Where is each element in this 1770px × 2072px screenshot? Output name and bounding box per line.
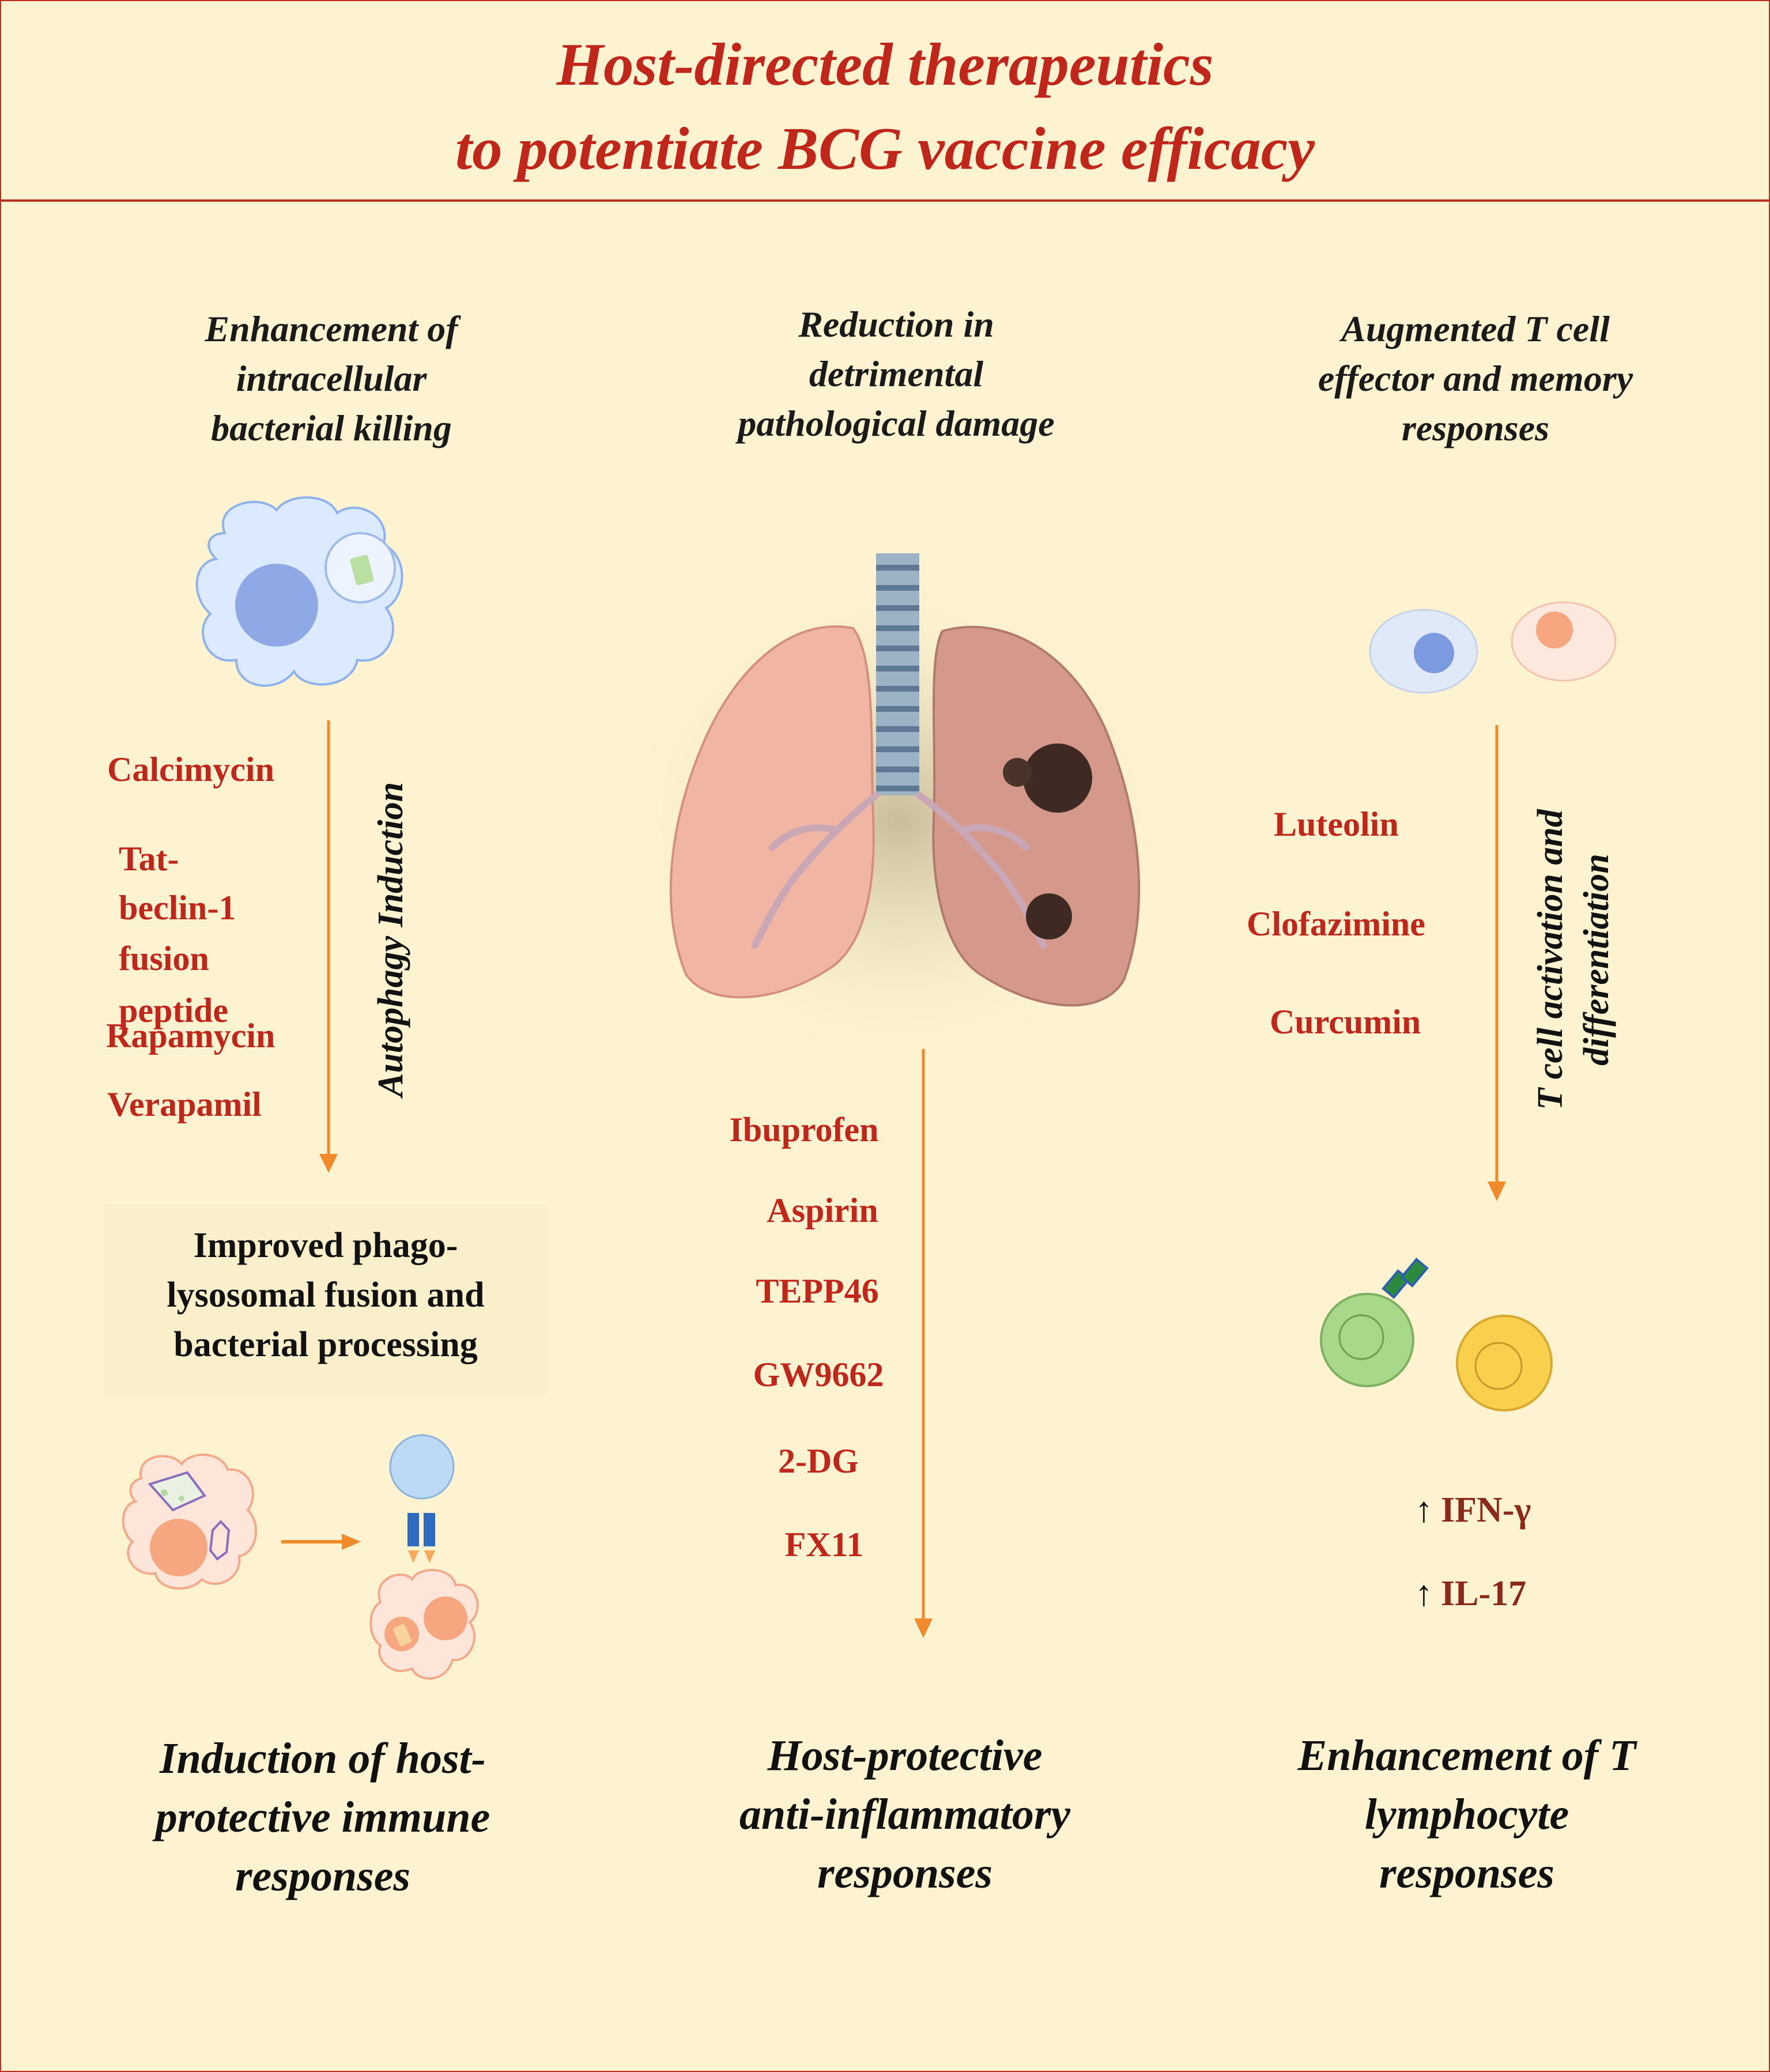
col1-outcome: Improved phago- lysosomal fusion and bac… <box>167 1226 485 1364</box>
drug-ibuprofen: Ibuprofen <box>729 1111 879 1149</box>
drug-calcimycin: Calcimycin <box>107 750 274 788</box>
col2-footer: Host-protective anti-inflammatory respon… <box>739 1731 1071 1897</box>
drug-verapamil: Verapamil <box>107 1085 262 1123</box>
drug-fx11: FX11 <box>784 1526 864 1564</box>
drug-clofazimine: Clofazimine <box>1247 905 1425 943</box>
col1-heading: Enhancement of intracellular bacterial k… <box>205 308 458 448</box>
arrow-up-icon: ↑ <box>1415 1490 1433 1530</box>
autophagy-induction-label: Autophagy Induction <box>371 782 410 1097</box>
lungs-illustration <box>611 542 1187 1049</box>
title-line-1: Host-directed therapeutics <box>556 31 1214 98</box>
col3-arrow <box>1488 725 1506 1201</box>
macrophage-icon <box>195 496 403 687</box>
drug-tepp46: TEPP46 <box>756 1272 879 1310</box>
t-cell-macrophage-interaction-icon <box>369 1434 479 1680</box>
col2-heading: Reduction in detrimental pathological da… <box>738 304 1055 444</box>
col3-heading: Augmented T cell effector and memory res… <box>1318 308 1633 448</box>
effector-t-cells-icon <box>1320 1258 1553 1411</box>
drug-luteolin: Luteolin <box>1274 805 1399 843</box>
col3-footer: Enhancement of T lymphocyte responses <box>1297 1731 1636 1897</box>
t-cell-activation-label: T cell activation and differentiation <box>1531 809 1616 1110</box>
drug-beclin-line: beclin-1 <box>119 889 236 927</box>
drug-2-dg: 2-DG <box>778 1442 859 1480</box>
drug-aspirin: Aspirin <box>767 1191 878 1229</box>
drug-peptide-line: peptide <box>119 991 229 1029</box>
presentation-arrow <box>281 1534 361 1550</box>
cytokine-il-17: ↑IL-17 <box>1415 1574 1527 1613</box>
col1-footer: Induction of host- protective immune res… <box>155 1734 490 1900</box>
title-line-2: to potentiate BCG vaccine efficacy <box>455 115 1315 182</box>
title-panel: Host-directed therapeutics to potentiate… <box>1 1 1769 202</box>
infected-macrophage-icon <box>122 1454 258 1590</box>
naive-t-cells-icon <box>1369 601 1617 694</box>
drug-rapamycin: Rapamycin <box>106 1017 275 1055</box>
col2-arrow <box>914 1049 933 1638</box>
cytokine-ifn-gamma: ↑IFN-γ <box>1415 1490 1531 1530</box>
drug-tat-line: Tat- <box>119 840 179 878</box>
drug-curcumin: Curcumin <box>1270 1003 1421 1041</box>
col1-arrow <box>319 720 338 1173</box>
outcome-backdrop <box>104 1205 548 1395</box>
drug-fusion-line: fusion <box>119 939 209 977</box>
arrow-up-icon: ↑ <box>1415 1574 1433 1613</box>
drug-gw9662: GW9662 <box>753 1356 884 1394</box>
